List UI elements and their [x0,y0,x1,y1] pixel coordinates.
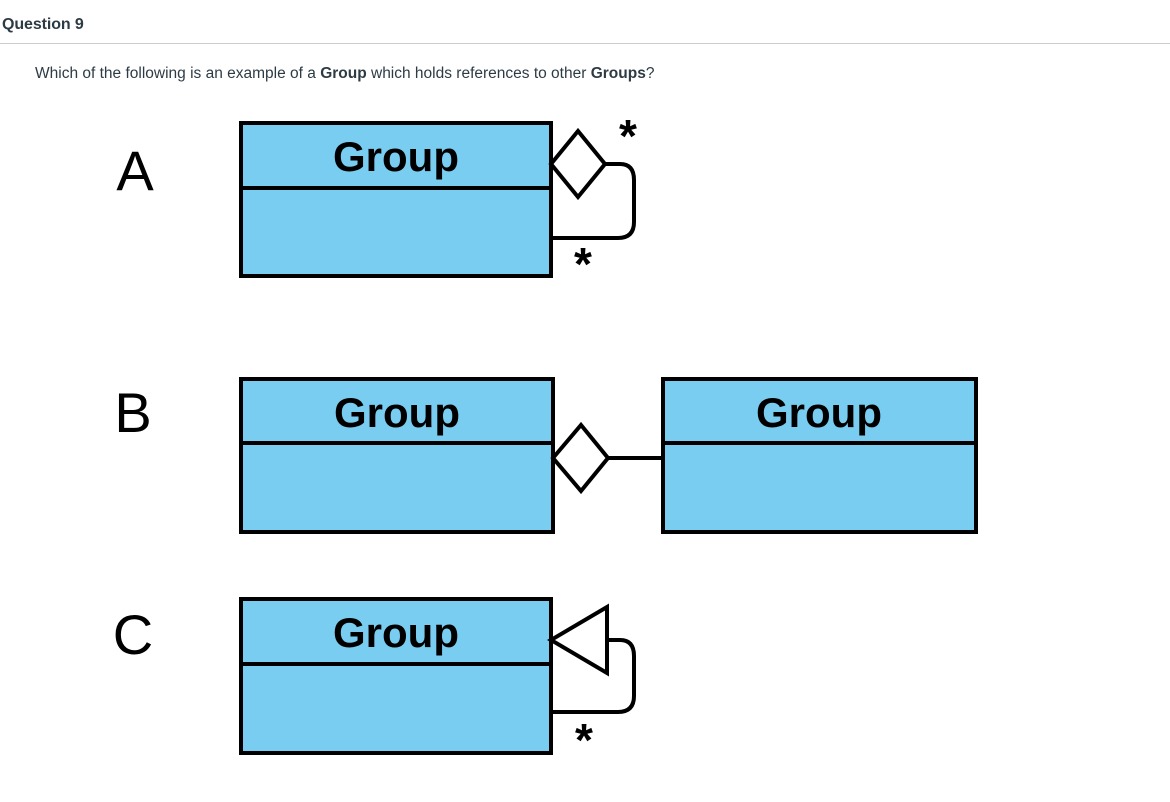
option-c-class-border [239,597,553,755]
option-b-aggregation-diamond [550,421,611,495]
option-c-letter: C [113,603,153,666]
option-b-right-class-box: Group [661,377,978,534]
option-a-aggregation-diamond-fill [551,131,605,197]
option-a-class-box: Group [239,121,553,278]
option-c-class-fill [241,599,551,753]
question-header: Question 9 [0,0,1170,44]
option-c-group[interactable]: C Group * [113,597,636,766]
option-b-group[interactable]: B Group Group [114,377,978,534]
question-prompt-text: Which of the following is an example of … [35,64,654,84]
option-a-class-border [239,121,553,278]
option-c-generalization-triangle [547,603,609,677]
prompt-segment-1: Which of the following is an example of … [35,65,321,82]
prompt-segment-3: ? [645,65,655,82]
option-a-letter: A [116,139,154,202]
option-a-multiplicity-near: * [574,238,592,290]
option-a-group[interactable]: A Group * * [116,110,637,290]
option-b-left-class-fill [241,379,553,532]
option-b-right-class-name: Group [756,389,882,436]
option-a-class-name: Group [333,133,459,180]
option-b-left-class-name: Group [334,389,460,436]
option-a-multiplicity-far: * [619,110,637,162]
option-c-multiplicity-near: * [575,714,593,766]
option-c-class-name: Group [333,609,459,656]
option-c-class-box: Group [239,597,553,755]
option-b-left-class-box: Group [239,377,555,534]
prompt-bold-group-2: Groups [590,65,646,82]
option-a-aggregation-diamond [548,127,608,201]
option-b-right-class-border [661,377,978,534]
prompt-bold-group-1: Group [320,65,367,82]
option-a-class-fill [241,123,551,276]
option-b-aggregation-diamond-fill [553,425,608,491]
prompt-segment-2: which holds references to other [366,65,591,82]
option-c-generalization-triangle-fill [551,607,607,673]
page-title: Question 9 [2,16,84,33]
option-b-right-class-fill [663,379,976,532]
option-c-self-generalization-line [553,638,636,714]
option-a-self-association-line [553,162,636,240]
option-b-letter: B [114,381,151,444]
